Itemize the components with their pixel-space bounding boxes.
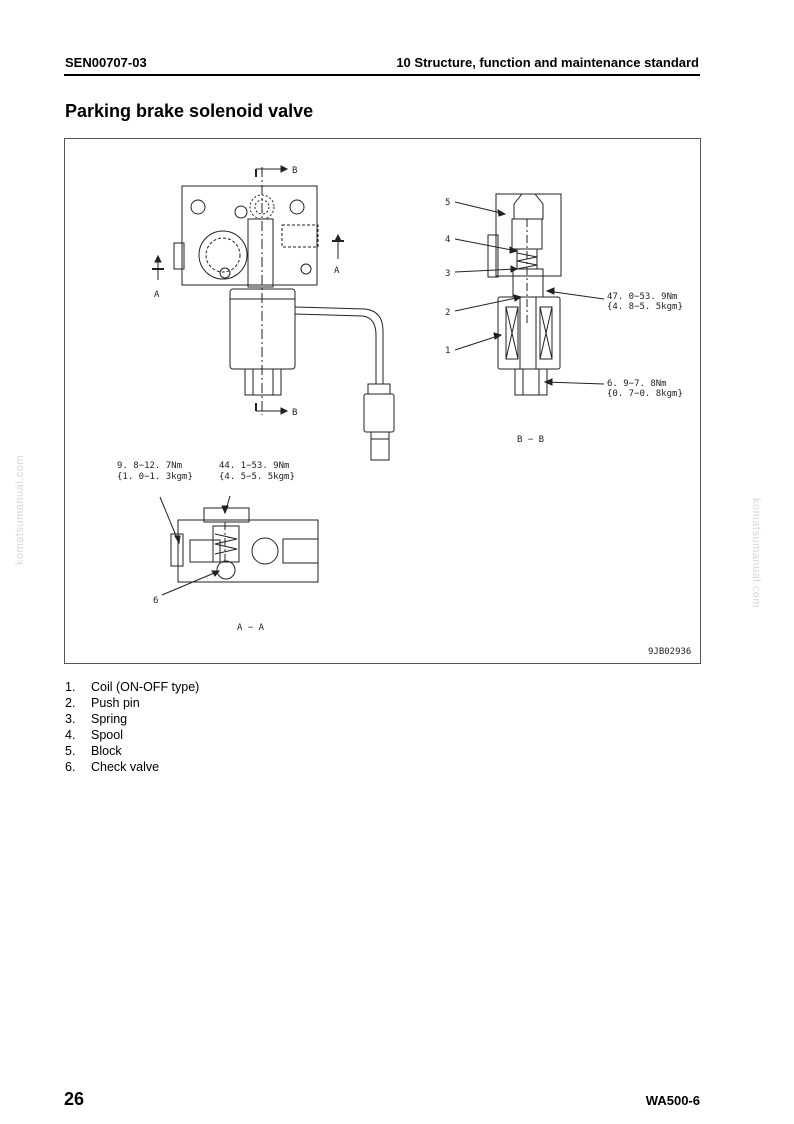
section-a-a (159, 495, 319, 596)
callout-6: 6 (153, 596, 158, 606)
torque-3-nm: 9. 8−12. 7Nm (117, 461, 182, 471)
external-view (152, 165, 395, 461)
section-b-label-top: B (292, 166, 297, 176)
list-item-label: Spring (91, 712, 128, 726)
list-item-label: Spool (91, 728, 123, 742)
header-rule (64, 74, 700, 76)
model-code: WA500-6 (645, 1093, 700, 1108)
section-a-label-left: A (154, 290, 160, 300)
callout-1: 1 (445, 346, 450, 356)
list-item-number: 6. (65, 760, 76, 774)
page-number: 26 (64, 1089, 85, 1109)
section-b-b (454, 193, 605, 396)
list-item: 4. Spool (65, 727, 199, 743)
list-item-label: Coil (ON-OFF type) (91, 680, 200, 694)
watermark-left: komatsumanual.com (14, 455, 26, 565)
list-item: 1. Coil (ON-OFF type) (65, 679, 199, 695)
list-item-number: 1. (65, 680, 76, 694)
torque-1-kgm: {4. 8−5. 5kgm} (607, 302, 683, 312)
list-item-number: 5. (65, 744, 76, 758)
torque-3-kgm: {1. 0−1. 3kgm} (117, 472, 193, 482)
watermark-right: komatsumanual.com (750, 498, 762, 608)
section-b-label-bottom: B (292, 408, 297, 418)
list-item-label: Push pin (91, 696, 140, 710)
torque-4-kgm: {4. 5−5. 5kgm} (219, 472, 295, 482)
aa-caption: A − A (237, 623, 265, 633)
figure-frame: B B A A B − B A − A 5 4 3 2 1 6 47. 0−53… (64, 138, 701, 664)
section-a-label-right: A (334, 266, 340, 276)
bb-caption: B − B (517, 435, 544, 445)
figure-id: 9JB02936 (648, 647, 691, 657)
list-item: 6. Check valve (65, 759, 199, 775)
solenoid-valve-drawing: B B A A B − B A − A 5 4 3 2 1 6 47. 0−53… (117, 165, 691, 657)
list-item-label: Check valve (91, 760, 160, 774)
page-title: Parking brake solenoid valve (65, 101, 314, 121)
list-item-number: 2. (65, 696, 76, 710)
section-title: 10 Structure, function and maintenance s… (396, 55, 699, 70)
doc-code: SEN00707-03 (65, 55, 147, 70)
torque-1-nm: 47. 0−53. 9Nm (607, 292, 677, 302)
torque-4-nm: 44. 1−53. 9Nm (219, 461, 289, 471)
callout-3: 3 (445, 269, 450, 279)
list-item: 2. Push pin (65, 695, 199, 711)
list-item: 5. Block (65, 743, 199, 759)
torque-2-nm: 6. 9−7. 8Nm (607, 379, 667, 389)
list-item-number: 4. (65, 728, 76, 742)
callout-5: 5 (445, 198, 450, 208)
list-item-label: Block (91, 744, 122, 758)
list-item-number: 3. (65, 712, 76, 726)
list-item: 3. Spring (65, 711, 199, 727)
callout-4: 4 (445, 235, 450, 245)
callout-2: 2 (445, 308, 450, 318)
parts-list: 1. Coil (ON-OFF type) 2. Push pin 3. Spring… (65, 679, 199, 775)
torque-2-kgm: {0. 7−0. 8kgm} (607, 389, 683, 399)
